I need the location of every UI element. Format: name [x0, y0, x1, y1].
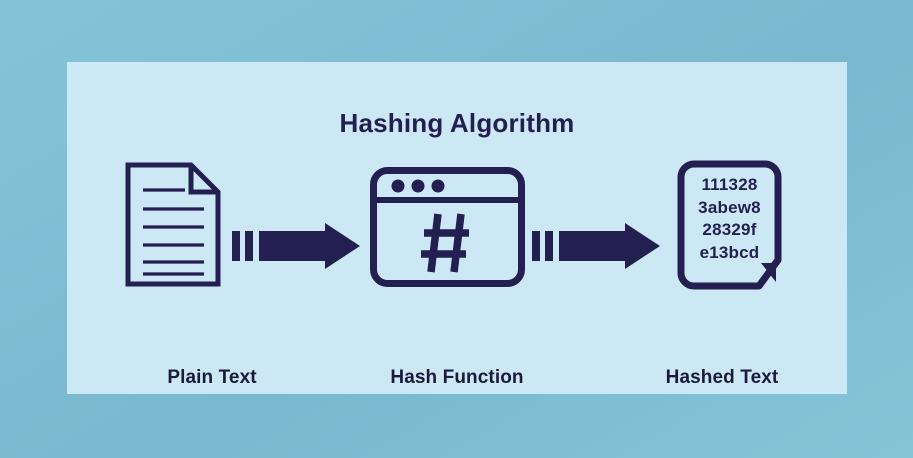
diagram-panel: Hashing Algorithm	[67, 62, 847, 394]
stage-label-plain-text: Plain Text	[167, 367, 257, 388]
stage-label-hash-function: Hash Function	[390, 367, 524, 388]
page-title: Hashing Algorithm	[339, 108, 575, 138]
hash-line: e13bcd	[699, 242, 760, 262]
document-folded-icon: 111328 3abew8 28329f e13bcd	[677, 160, 782, 290]
arrow-plain-to-function-icon	[232, 223, 360, 269]
arrow-function-to-hashed-icon	[532, 223, 660, 269]
document-lines-icon	[125, 162, 221, 287]
hash-line: 28329f	[702, 220, 757, 240]
hashed-text-block: 111328 3abew8 28329f e13bcd	[677, 174, 782, 264]
hash-line: 111328	[701, 175, 758, 194]
browser-window-hash-icon	[370, 167, 525, 287]
stage-label-hashed-text: Hashed Text	[665, 367, 779, 388]
hash-line: 3abew8	[698, 197, 761, 217]
